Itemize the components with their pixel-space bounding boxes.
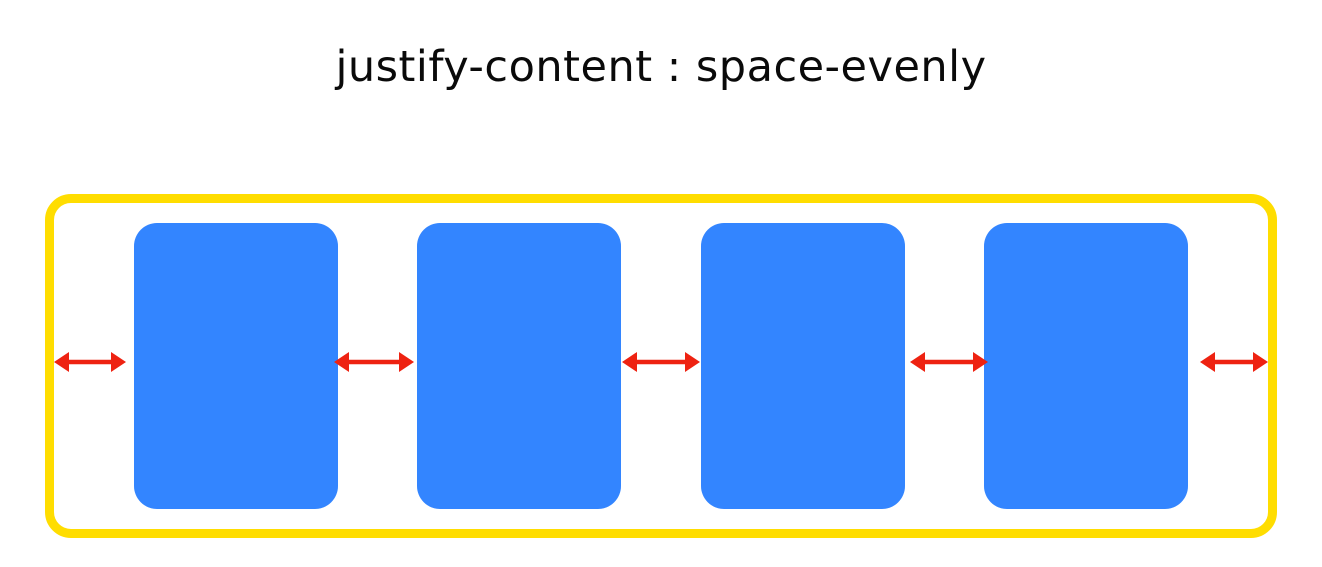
flex-item-3 [700, 223, 905, 509]
flex-item-4 [984, 223, 1189, 509]
flex-item-2 [417, 223, 622, 509]
flex-container [45, 194, 1277, 538]
flex-item-1 [133, 223, 338, 509]
flex-items-row [54, 203, 1268, 529]
page-title: justify-content : space-evenly [335, 42, 987, 92]
